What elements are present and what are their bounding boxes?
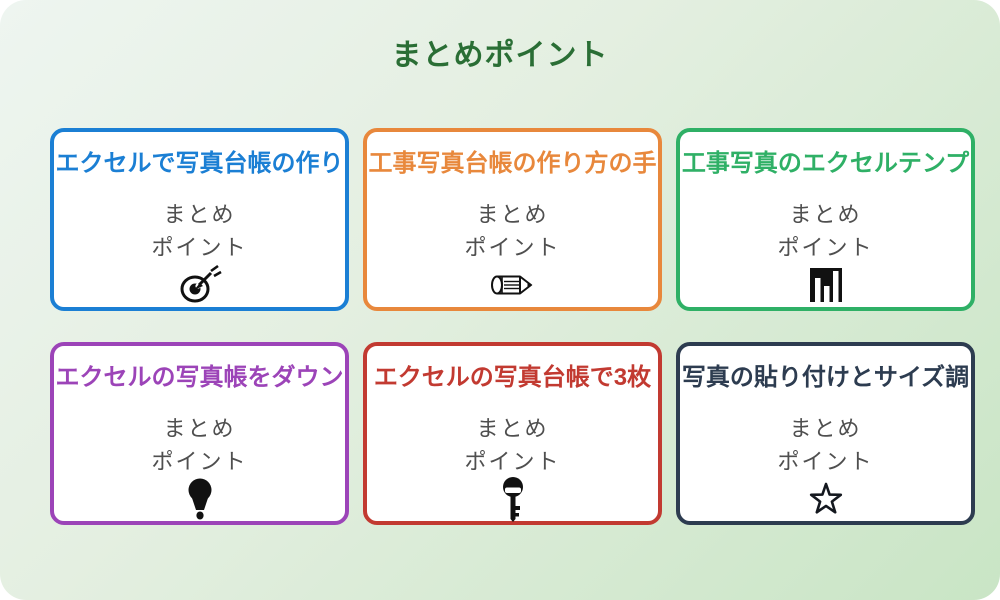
card-title: 写真の貼り付けとサイズ調 <box>681 364 970 391</box>
card-title: エクセルで写真台帳の作り <box>55 150 344 177</box>
summary-card-3[interactable]: 工事写真のエクセルテンプ まとめ ポイント <box>676 128 975 311</box>
card-grid: エクセルで写真台帳の作り まとめ ポイント 工事写真台帳の作り方の手 <box>50 128 975 525</box>
page-title: まとめポイント <box>391 39 609 72</box>
card-title: エクセルの写真台帳で3枚 <box>373 364 652 391</box>
bar-chart-icon <box>806 264 846 306</box>
summary-card-2[interactable]: 工事写真台帳の作り方の手 まとめ ポイント <box>363 128 662 311</box>
card-title: 工事写真台帳の作り方の手 <box>368 150 657 177</box>
pencil-icon <box>489 264 537 306</box>
card-title: 工事写真のエクセルテンプ <box>681 150 970 177</box>
card-subtitle: まとめ ポイント <box>464 416 561 474</box>
summary-card-4[interactable]: エクセルの写真帳をダウン まとめ ポイント <box>50 342 349 525</box>
star-icon <box>806 478 846 520</box>
summary-card-1[interactable]: エクセルで写真台帳の作り まとめ ポイント <box>50 128 349 311</box>
card-subtitle: まとめ ポイント <box>777 202 874 260</box>
lightbulb-icon <box>186 478 214 520</box>
card-subtitle: まとめ ポイント <box>151 202 248 260</box>
target-dart-icon <box>178 264 222 306</box>
card-subtitle: まとめ ポイント <box>151 416 248 474</box>
key-icon <box>500 477 526 522</box>
summary-card-5[interactable]: エクセルの写真台帳で3枚 まとめ ポイント <box>363 342 662 525</box>
card-subtitle: まとめ ポイント <box>777 416 874 474</box>
summary-card-6[interactable]: 写真の貼り付けとサイズ調 まとめ ポイント <box>676 342 975 525</box>
card-subtitle: まとめ ポイント <box>464 202 561 260</box>
card-title: エクセルの写真帳をダウン <box>55 364 344 391</box>
